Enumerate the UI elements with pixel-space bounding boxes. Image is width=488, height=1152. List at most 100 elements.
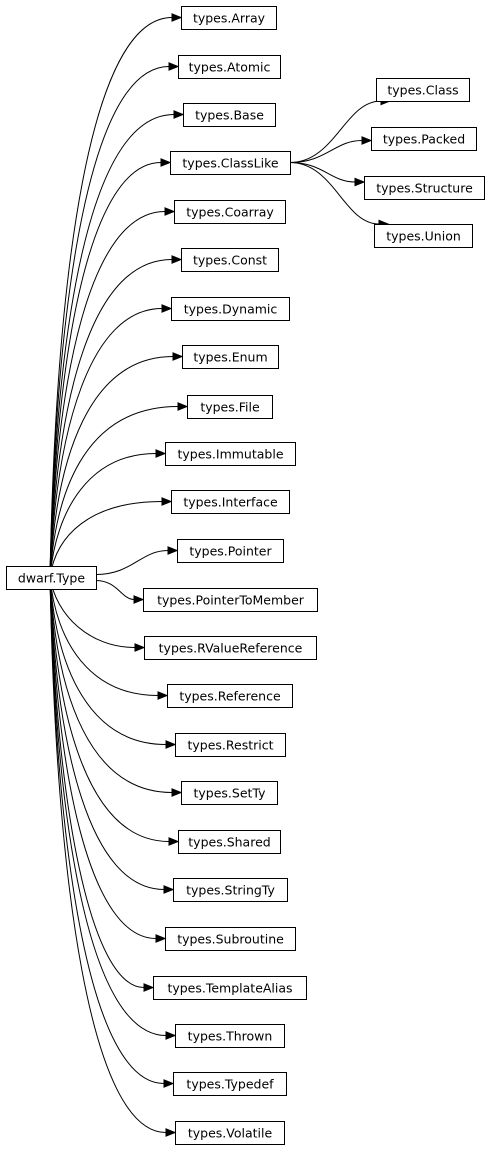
node-box [181, 6, 277, 30]
edge-root-to-typedef [49, 576, 175, 1088]
node-classlike[interactable]: types.ClassLike [170, 151, 291, 175]
node-templatealias[interactable]: types.TemplateAlias [153, 976, 307, 1000]
edge-line [49, 576, 167, 1036]
node-coarray[interactable]: types.Coarray [174, 200, 286, 224]
arrowhead-icon [133, 595, 145, 604]
node-box [374, 224, 473, 248]
node-structure[interactable]: types.Structure [364, 176, 485, 200]
node-dynamic[interactable]: types.Dynamic [171, 297, 290, 321]
node-label: types.Subroutine [177, 932, 284, 947]
node-typedef[interactable]: types.Typedef [173, 1072, 287, 1096]
edge-line [49, 576, 167, 1133]
edge-root-to-base [49, 110, 185, 578]
edge-line [49, 576, 165, 890]
edge-root-to-array [49, 13, 183, 578]
node-array[interactable]: types.Array [181, 6, 277, 30]
edge-root-to-coarray [49, 207, 176, 578]
node-box [165, 442, 296, 466]
node-label: types.Volatile [188, 1126, 273, 1141]
arrowhead-icon [164, 207, 176, 216]
node-label: types.Immutable [177, 447, 283, 462]
node-box [174, 200, 286, 224]
edge-line [49, 576, 157, 939]
node-setty[interactable]: types.SetTy [181, 781, 278, 805]
node-label: types.SetTy [193, 786, 266, 801]
node-file[interactable]: types.File [187, 395, 273, 419]
node-union[interactable]: types.Union [374, 224, 473, 248]
edge-line [49, 576, 159, 696]
arrowhead-icon [155, 449, 167, 458]
arrowhead-icon [171, 13, 183, 22]
arrowhead-icon [171, 255, 183, 264]
node-label: types.Base [195, 108, 264, 123]
edge-classlike-to-structure [289, 162, 366, 187]
arrowhead-icon [155, 934, 167, 943]
arrowhead-icon [161, 497, 173, 506]
node-box [173, 878, 288, 902]
edge-line [49, 162, 162, 578]
edge-classlike-to-packed [289, 136, 373, 163]
node-shared[interactable]: types.Shared [178, 830, 281, 854]
node-pointertomember[interactable]: types.PointerToMember [143, 588, 318, 612]
node-box [183, 103, 276, 127]
node-label: dwarf.Type [18, 571, 85, 586]
node-stringty[interactable]: types.StringTy [173, 878, 288, 902]
node-label: types.Union [386, 229, 461, 244]
edge-line [49, 576, 173, 793]
node-volatile[interactable]: types.Volatile [175, 1121, 285, 1145]
node-label: types.Packed [383, 132, 465, 147]
node-box [175, 1121, 285, 1145]
node-rvaluereference[interactable]: types.RValueReference [144, 636, 317, 660]
edge-root-to-enum [49, 352, 184, 578]
node-reference[interactable]: types.Reference [167, 684, 293, 708]
node-box [175, 733, 286, 757]
edge-root-to-templatealias [49, 576, 155, 992]
node-box [364, 176, 485, 200]
arrowhead-icon [157, 691, 169, 700]
node-box [178, 830, 281, 854]
node-restrict[interactable]: types.Restrict [175, 733, 286, 757]
arrowhead-icon [177, 402, 189, 411]
node-box [171, 297, 290, 321]
arrowhead-icon [165, 740, 177, 749]
node-base[interactable]: types.Base [183, 103, 276, 127]
edge-root-to-dynamic [49, 304, 173, 578]
node-box [177, 539, 284, 563]
arrowhead-icon [168, 837, 180, 846]
node-pointer[interactable]: types.Pointer [177, 539, 284, 563]
node-atomic[interactable]: types.Atomic [178, 55, 281, 79]
node-dwarf-type[interactable]: dwarf.Type [6, 566, 97, 590]
node-thrown[interactable]: types.Thrown [175, 1024, 285, 1048]
node-label: types.Class [387, 83, 458, 98]
edge-root-to-immutable [49, 449, 167, 578]
node-packed[interactable]: types.Packed [371, 127, 477, 151]
arrowhead-icon [168, 62, 180, 71]
node-class[interactable]: types.Class [376, 78, 470, 102]
node-label: types.Atomic [189, 60, 271, 75]
node-label: types.StringTy [186, 883, 275, 898]
node-label: types.Const [193, 253, 267, 268]
arrowhead-icon [354, 177, 366, 187]
node-box [175, 1024, 285, 1048]
node-immutable[interactable]: types.Immutable [165, 442, 296, 466]
node-enum[interactable]: types.Enum [182, 345, 279, 369]
node-interface[interactable]: types.Interface [171, 490, 290, 514]
node-label: types.Reference [179, 689, 281, 704]
node-label: types.Typedef [186, 1077, 274, 1092]
node-label: types.Pointer [189, 544, 272, 559]
arrowhead-icon [165, 1031, 177, 1040]
node-subroutine[interactable]: types.Subroutine [165, 927, 296, 951]
edge-root-to-const [49, 255, 183, 578]
edge-line [49, 211, 166, 578]
node-box [6, 566, 97, 590]
edge-line [49, 259, 173, 578]
node-label: types.Coarray [186, 205, 274, 220]
edge-root-to-stringty [49, 576, 175, 894]
node-box [371, 127, 477, 151]
edge-line [95, 550, 169, 575]
edge-line [289, 100, 382, 163]
edge-root-to-setty [49, 576, 183, 797]
node-label: types.TemplateAlias [167, 981, 292, 996]
edge-root-to-atomic [49, 62, 180, 578]
node-const[interactable]: types.Const [181, 248, 279, 272]
